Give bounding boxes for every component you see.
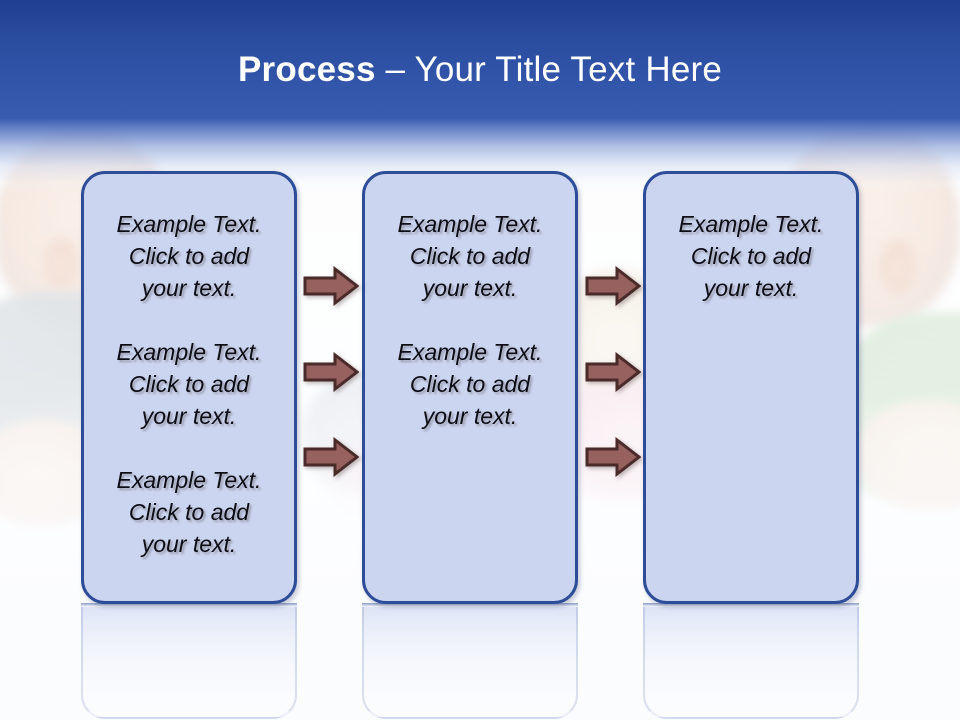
box-reflection-1 [81, 607, 297, 719]
text-block[interactable]: Example Text. Click to add your text. [116, 211, 262, 301]
arrow-right-icon[interactable] [303, 266, 359, 306]
arrow-right-icon[interactable] [585, 437, 641, 477]
text-block[interactable]: Example Text. Click to add your text. [116, 339, 262, 429]
arrow-right-icon[interactable] [585, 352, 641, 392]
process-box-2-content: Example Text. Click to add your text. Ex… [375, 208, 565, 432]
arrow-right-icon[interactable] [303, 352, 359, 392]
text-block[interactable]: Example Text. Click to add your text. [116, 467, 262, 557]
text-block[interactable]: Example Text. Click to add your text. [678, 211, 824, 301]
process-box-1[interactable]: Example Text. Click to add your text. Ex… [81, 171, 297, 604]
page-title-dash: – [375, 50, 415, 89]
box-reflection-edge-1 [81, 603, 297, 607]
text-block[interactable]: Example Text. Click to add your text. [397, 211, 543, 301]
process-box-3[interactable]: Example Text. Click to add your text. [643, 171, 859, 604]
process-box-1-content: Example Text. Click to add your text. Ex… [94, 208, 284, 560]
box-reflection-3 [643, 607, 859, 719]
arrow-right-icon[interactable] [585, 266, 641, 306]
page-title: Process – Your Title Text Here [0, 50, 960, 90]
text-block[interactable]: Example Text. Click to add your text. [397, 339, 543, 429]
box-reflection-edge-3 [643, 603, 859, 607]
box-reflection-edge-2 [362, 603, 578, 607]
title-banner [0, 0, 960, 120]
process-box-2[interactable]: Example Text. Click to add your text. Ex… [362, 171, 578, 604]
box-reflection-2 [362, 607, 578, 719]
page-title-rest: Your Title Text Here [414, 50, 722, 89]
page-title-bold: Process [238, 50, 376, 89]
process-box-3-content: Example Text. Click to add your text. [656, 208, 846, 304]
arrow-right-icon[interactable] [303, 437, 359, 477]
